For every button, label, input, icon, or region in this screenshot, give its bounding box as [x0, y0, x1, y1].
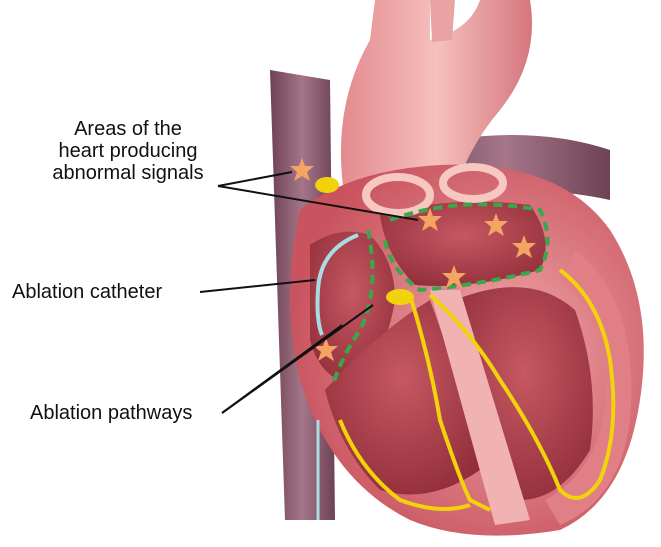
abnormal-signals-line-3: abnormal signals	[30, 162, 226, 184]
ablation-pathways-label: Ablation pathways	[30, 402, 192, 424]
abnormal-signals-label: Areas of the heart producing abnormal si…	[30, 118, 226, 184]
abnormal-signals-line-2: heart producing	[30, 140, 226, 162]
aorta-branch	[430, 0, 455, 42]
abnormal-signals-line-1: Areas of the	[30, 118, 226, 140]
ablation-catheter-label: Ablation catheter	[12, 281, 162, 303]
yellow-node-icon	[315, 177, 339, 193]
yellow-node-icon	[386, 289, 414, 305]
